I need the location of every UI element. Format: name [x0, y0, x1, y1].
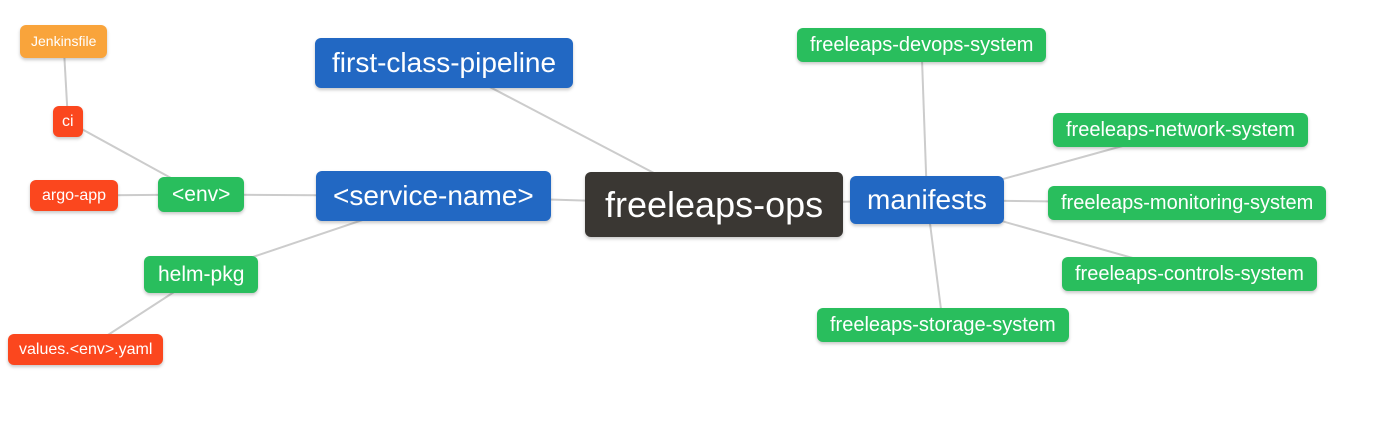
node-ci[interactable]: ci [53, 106, 83, 138]
node-first-class-pipeline[interactable]: first-class-pipeline [315, 38, 574, 88]
node-freeleaps-network-system[interactable]: freeleaps-network-system [1053, 113, 1308, 147]
node-env[interactable]: <env> [158, 177, 245, 213]
node-freeleaps-monitoring-system[interactable]: freeleaps-monitoring-system [1048, 186, 1327, 220]
node-freeleaps-controls-system[interactable]: freeleaps-controls-system [1062, 257, 1317, 291]
node-freeleaps-devops-system[interactable]: freeleaps-devops-system [797, 28, 1047, 62]
node-manifests[interactable]: manifests [850, 176, 1004, 224]
node-freeleaps-ops-root[interactable]: freeleaps-ops [585, 172, 844, 238]
node-argo-app[interactable]: argo-app [30, 180, 119, 212]
node-service-name[interactable]: <service-name> [316, 171, 551, 221]
node-freeleaps-storage-system[interactable]: freeleaps-storage-system [817, 308, 1069, 342]
node-values-env-yaml[interactable]: values.<env>.yaml [8, 334, 164, 366]
node-jenkinsfile[interactable]: Jenkinsfile [20, 25, 108, 58]
node-helm-pkg[interactable]: helm-pkg [144, 256, 259, 294]
